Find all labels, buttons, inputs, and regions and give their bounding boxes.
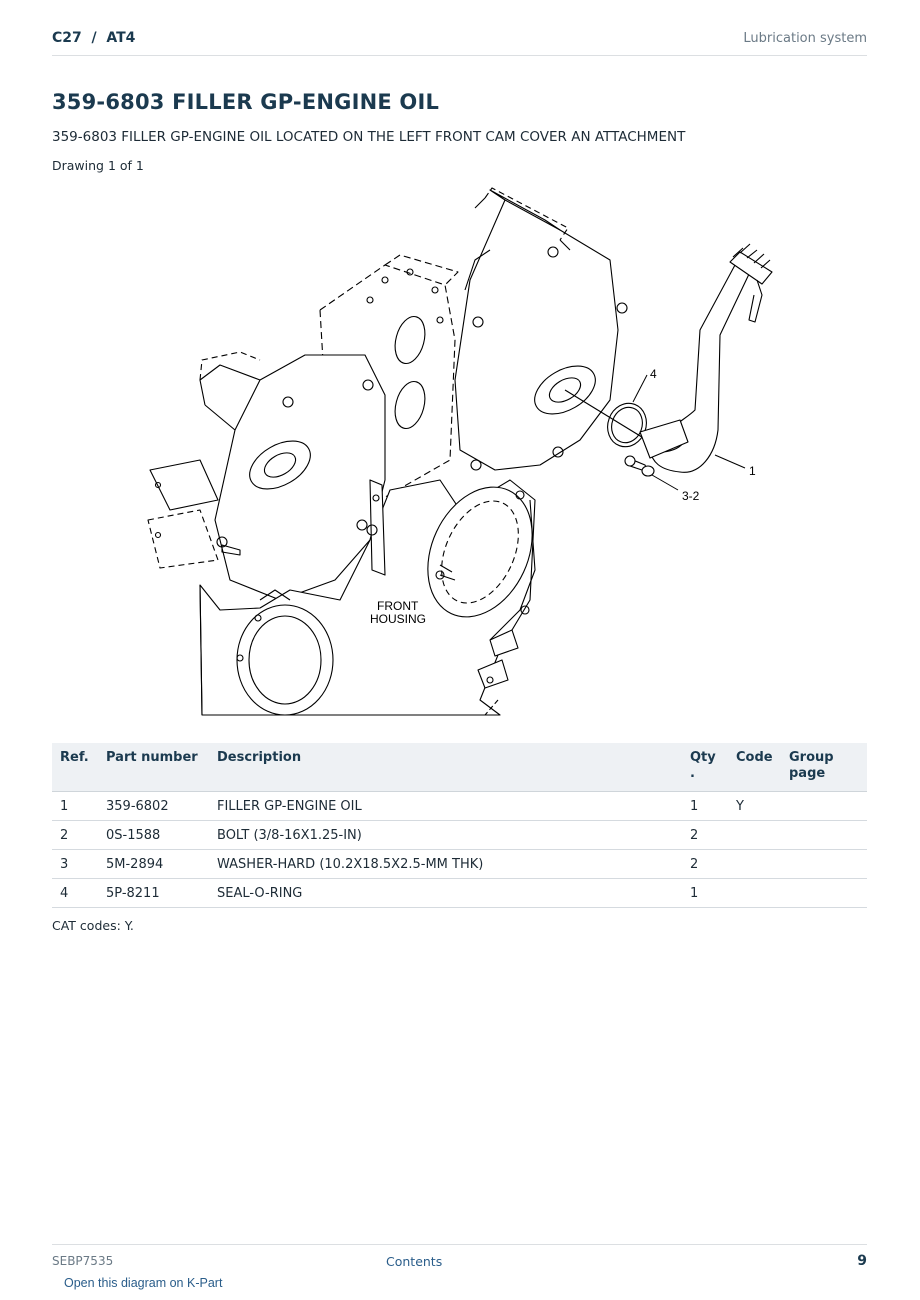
cell-qty: 1 [682, 791, 728, 821]
page-footer: SEBP7535 Contents 9 [52, 1244, 867, 1272]
front-housing-label-line1: FRONT [377, 599, 419, 613]
header-group-line2: page [789, 766, 826, 781]
cell-description: FILLER GP-ENGINE OIL [209, 791, 682, 821]
parts-diagram: 4 1 3-2 FRONT HOUSING [140, 180, 790, 720]
section-label: Lubrication system [743, 31, 867, 46]
page-number: 9 [857, 1253, 867, 1269]
cell-part-number: 0S-1588 [98, 820, 209, 850]
cell-ref: 2 [52, 820, 98, 850]
cell-code [728, 820, 781, 850]
cell-description: SEAL-O-RING [209, 878, 682, 908]
contents-link[interactable]: Contents [386, 1254, 443, 1269]
cell-group-page [781, 849, 867, 879]
cell-description: WASHER-HARD (10.2X18.5X2.5-MM THK) [209, 849, 682, 879]
cell-group-page [781, 791, 867, 821]
header-qty-line1: Qty [690, 750, 716, 765]
cell-part-number: 5P-8211 [98, 878, 209, 908]
table-row: 1 359-6802 FILLER GP-ENGINE OIL 1 Y [52, 791, 867, 821]
table-row: 2 0S-1588 BOLT (3/8-16X1.25-IN) 2 [52, 820, 867, 850]
callout-1: 1 [749, 464, 756, 478]
table-row: 4 5P-8211 SEAL-O-RING 1 [52, 878, 867, 908]
open-kpart-link[interactable]: Open this diagram on K-Part [64, 1276, 223, 1290]
page-header: C27 / AT4 Lubrication system [52, 28, 867, 56]
parts-table: Ref. Part number Description Qty. Code G… [52, 743, 867, 908]
cell-group-page [781, 820, 867, 850]
cell-group-page [781, 878, 867, 908]
cell-part-number: 359-6802 [98, 791, 209, 821]
header-ref: Ref. [52, 743, 98, 792]
front-housing-label-line2: HOUSING [370, 612, 426, 626]
header-part-number: Part number [98, 743, 209, 792]
header-qty: Qty. [682, 743, 728, 792]
callout-3-2: 3-2 [682, 489, 700, 503]
cell-description: BOLT (3/8-16X1.25-IN) [209, 820, 682, 850]
cell-part-number: 5M-2894 [98, 849, 209, 879]
cell-qty: 2 [682, 849, 728, 879]
callout-4: 4 [650, 367, 657, 381]
cell-code [728, 878, 781, 908]
cell-qty: 1 [682, 878, 728, 908]
cell-ref: 3 [52, 849, 98, 879]
engine-oil-filler-drawing: 4 1 3-2 FRONT HOUSING [147, 187, 773, 716]
cell-code: Y [728, 791, 781, 821]
table-header-row: Ref. Part number Description Qty. Code G… [52, 743, 867, 792]
cell-ref: 1 [52, 791, 98, 821]
header-description: Description [209, 743, 682, 792]
header-code: Code [728, 743, 781, 792]
doc-number: SEBP7535 [52, 1254, 114, 1268]
model-label: C27 / AT4 [52, 30, 136, 46]
cat-codes-note: CAT codes: Y. [52, 918, 134, 933]
drawing-label: Drawing 1 of 1 [52, 158, 144, 173]
cell-qty: 2 [682, 820, 728, 850]
table-row: 3 5M-2894 WASHER-HARD (10.2X18.5X2.5-MM … [52, 849, 867, 879]
header-group-line1: Group [789, 750, 834, 765]
cell-code [728, 849, 781, 879]
cell-ref: 4 [52, 878, 98, 908]
page-subtitle: 359-6803 FILLER GP-ENGINE OIL LOCATED ON… [52, 129, 686, 145]
header-qty-line2: . [690, 766, 695, 781]
page-title: 359-6803 FILLER GP-ENGINE OIL [52, 90, 440, 114]
